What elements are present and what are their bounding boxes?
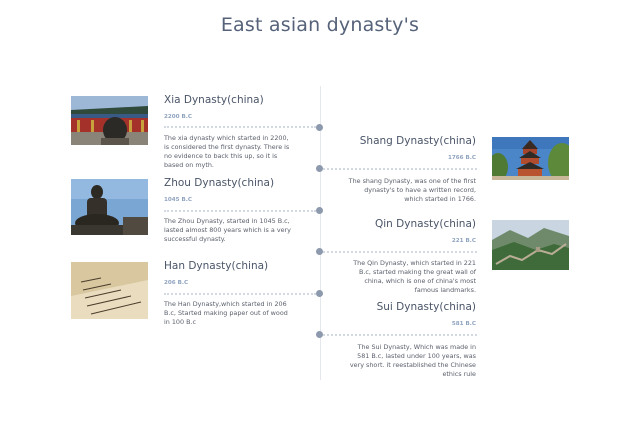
dynasty-description: The Han Dynasty,which started in 206 B.c… bbox=[164, 300, 288, 326]
dynasty-date: 206 B.C bbox=[164, 280, 189, 286]
dynasty-description: The Qin Dynasty, which started in 221 B.… bbox=[353, 259, 476, 294]
dynasty-name: Shang Dynasty(china) bbox=[359, 135, 476, 147]
timeline-node bbox=[316, 290, 323, 297]
timeline-axis bbox=[319, 86, 321, 380]
dynasty-date: 221 B.C bbox=[451, 238, 476, 244]
dynasty-description: The Sui Dynasty, Which was made in 581 B… bbox=[349, 343, 476, 378]
dynasty-date: 1766 B.C bbox=[447, 155, 476, 161]
timeline-node bbox=[316, 331, 323, 338]
timeline-connector bbox=[323, 251, 477, 253]
ancient-paper-script-photo bbox=[71, 262, 148, 319]
bronze-buddha-statue-photo bbox=[71, 179, 148, 235]
dynasty-description: The xia dynasty which started in 2200, i… bbox=[164, 134, 290, 169]
timeline-connector bbox=[164, 126, 316, 128]
timeline-connector bbox=[323, 168, 477, 170]
dynasty-description: The shang Dynasty, was one of the first … bbox=[348, 177, 476, 203]
dynasty-name: Sui Dynasty(china) bbox=[376, 301, 476, 313]
dynasty-date: 581 B.C bbox=[451, 321, 476, 327]
dynasty-name: Zhou Dynasty(china) bbox=[164, 177, 275, 189]
dynasty-name: Qin Dynasty(china) bbox=[375, 218, 476, 230]
forbidden-city-lion-photo bbox=[71, 96, 148, 145]
timeline-node bbox=[316, 248, 323, 255]
dynasty-description: The Zhou Dynasty, started in 1045 B.c, l… bbox=[164, 217, 291, 243]
great-wall-photo bbox=[492, 220, 569, 270]
pagoda-tower-photo bbox=[492, 137, 569, 180]
page-title: East asian dynasty's bbox=[220, 14, 420, 36]
timeline-node bbox=[316, 165, 323, 172]
dynasty-date: 1045 B.C bbox=[164, 197, 193, 203]
dynasty-name: Xia Dynasty(china) bbox=[164, 94, 264, 106]
timeline-connector bbox=[164, 293, 316, 295]
timeline-node bbox=[316, 124, 323, 131]
dynasty-date: 2200 B.C bbox=[164, 114, 193, 120]
dynasty-name: Han Dynasty(china) bbox=[164, 260, 269, 272]
timeline-connector bbox=[323, 334, 477, 336]
timeline-node bbox=[316, 207, 323, 214]
timeline-connector bbox=[164, 210, 316, 212]
